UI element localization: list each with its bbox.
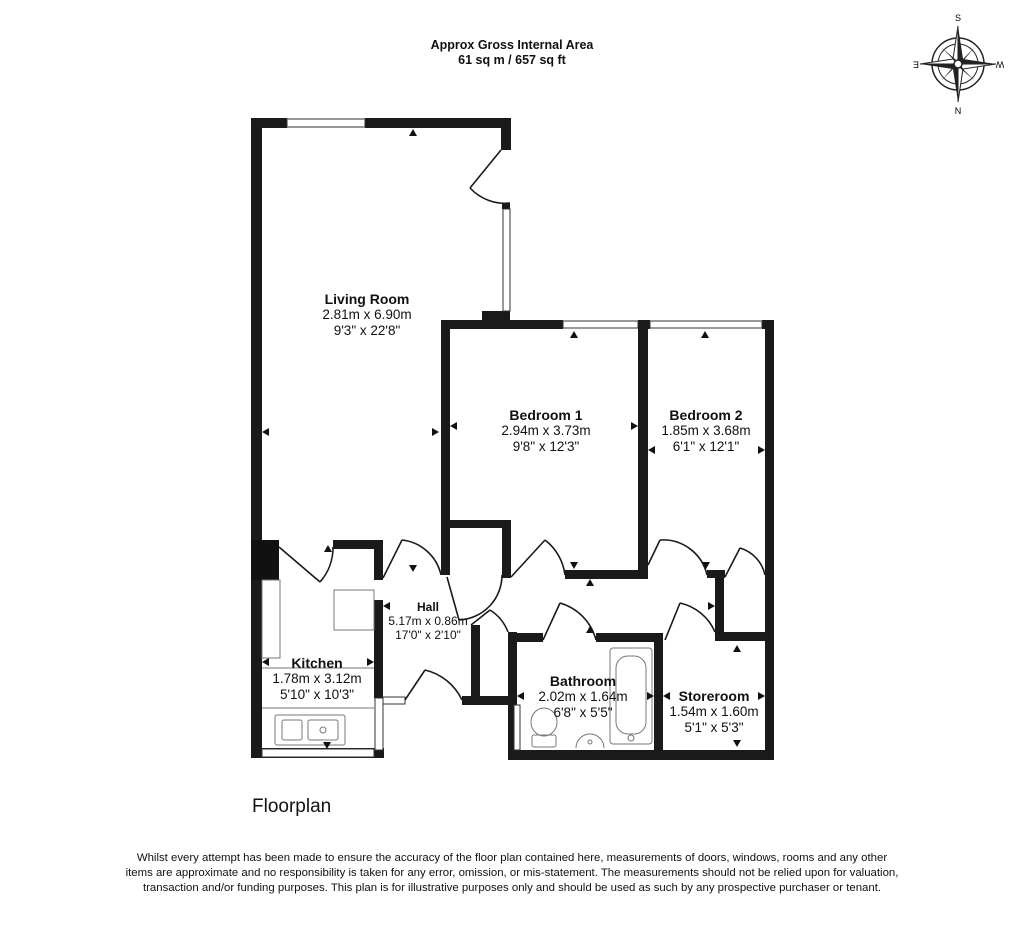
kitchen-fittings bbox=[261, 579, 375, 746]
room-name: Hall bbox=[416, 600, 439, 614]
room-size-imperial: 9'8" x 12'3" bbox=[512, 439, 580, 454]
floorplan-caption: Floorplan bbox=[252, 796, 332, 817]
room-name: Kitchen bbox=[291, 655, 343, 671]
room-label-hall: Hall 5.17m x 0.86m 17'0" x 2'10" bbox=[388, 600, 467, 642]
area-title: Approx Gross Internal Area bbox=[430, 38, 594, 52]
room-size-metric: 2.02m x 1.64m bbox=[538, 689, 628, 704]
room-size-metric: 2.81m x 6.90m bbox=[322, 307, 412, 322]
dimension-arrows bbox=[262, 129, 765, 749]
area-value: 61 sq m / 657 sq ft bbox=[458, 53, 566, 67]
room-size-metric: 2.94m x 3.73m bbox=[501, 423, 591, 438]
room-size-metric: 1.78m x 3.12m bbox=[272, 671, 362, 686]
room-size-metric: 1.85m x 3.68m bbox=[661, 423, 751, 438]
room-size-imperial: 9'3" x 22'8" bbox=[333, 323, 401, 338]
room-label-bedroom-1: Bedroom 1 2.94m x 3.73m 9'8" x 12'3" bbox=[501, 407, 590, 455]
doors bbox=[278, 149, 766, 701]
room-name: Bedroom 1 bbox=[509, 407, 583, 423]
room-size-imperial: 17'0" x 2'10" bbox=[395, 628, 461, 642]
windows bbox=[261, 118, 763, 758]
room-size-imperial: 6'1" x 12'1" bbox=[672, 439, 740, 454]
room-size-imperial: 5'10" x 10'3" bbox=[279, 687, 355, 702]
room-size-imperial: 6'8" x 5'5" bbox=[553, 705, 613, 720]
compass-south: S bbox=[955, 13, 961, 23]
room-label-bedroom-2: Bedroom 2 1.85m x 3.68m 6'1" x 12'1" bbox=[661, 407, 750, 455]
room-size-imperial: 5'1" x 5'3" bbox=[684, 720, 744, 735]
gross-internal-area: Approx Gross Internal Area 61 sq m / 657… bbox=[0, 38, 1024, 68]
compass-east: E bbox=[913, 60, 919, 70]
room-name: Living Room bbox=[324, 291, 410, 307]
room-name: Bathroom bbox=[549, 673, 617, 689]
room-name: Storeroom bbox=[678, 688, 750, 704]
room-label-kitchen: Kitchen 1.78m x 3.12m 5'10" x 10'3" bbox=[272, 655, 361, 703]
room-label-living-room: Living Room 2.81m x 6.90m 9'3" x 22'8" bbox=[322, 291, 411, 339]
room-name: Bedroom 2 bbox=[669, 407, 743, 423]
compass-rose-icon: S N E W bbox=[913, 13, 1004, 116]
room-size-metric: 1.54m x 1.60m bbox=[669, 704, 759, 719]
walls bbox=[251, 118, 774, 760]
compass-west: W bbox=[995, 60, 1004, 70]
compass-north: N bbox=[955, 106, 962, 116]
room-size-metric: 5.17m x 0.86m bbox=[388, 614, 468, 628]
room-label-storeroom: Storeroom 1.54m x 1.60m 5'1" x 5'3" bbox=[669, 688, 758, 736]
disclaimer-text: Whilst every attempt has been made to en… bbox=[125, 852, 899, 894]
room-label-bathroom: Bathroom 2.02m x 1.64m 6'8" x 5'5" bbox=[538, 673, 627, 721]
